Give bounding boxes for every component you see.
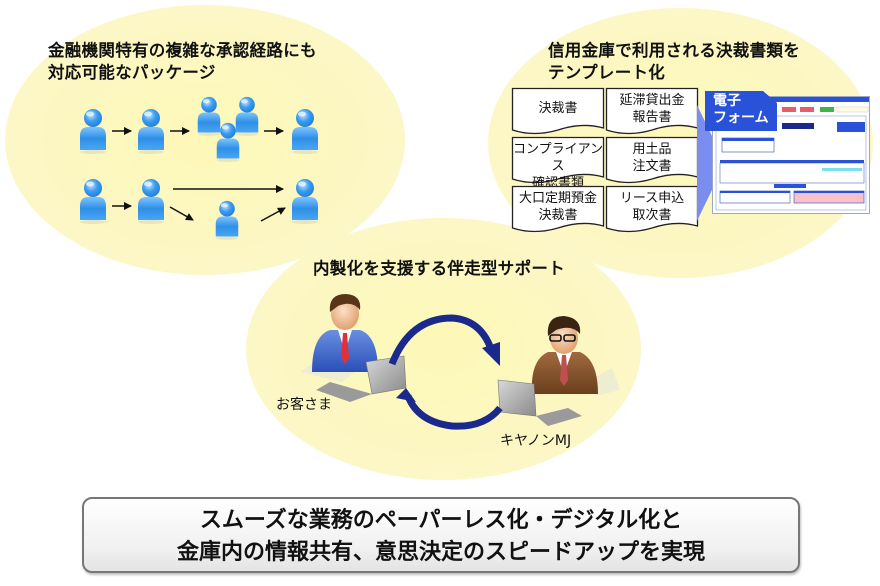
document-title-line2: 取次書 xyxy=(632,208,672,223)
document-icon xyxy=(511,87,605,135)
document-icon xyxy=(511,185,605,233)
cycle-arrow-top xyxy=(388,314,496,366)
support-title: 内製化を支援する伴走型サポート xyxy=(313,259,565,278)
approval-panel-background xyxy=(5,5,405,275)
eform-badge-line2: フォーム xyxy=(713,110,769,126)
templates-title-line2: テンプレート化 xyxy=(548,63,666,82)
templates-title-line1: 信用金庫で利用される決裁書類を xyxy=(548,41,800,60)
document-title-line1: 用土品 xyxy=(632,142,672,157)
provider-label: キヤノンMJ xyxy=(500,433,572,449)
arrowhead-icon xyxy=(396,388,416,402)
document-template-card: コンプライアンス確認書類 xyxy=(511,136,605,191)
document-title-line2: 報告書 xyxy=(632,110,672,125)
arrowhead-icon xyxy=(482,342,500,366)
eform-badge: 電子 フォーム xyxy=(705,91,777,131)
document-icon xyxy=(511,136,605,184)
document-template-card: 決裁書 xyxy=(511,87,605,135)
document-title-line1: リース申込 xyxy=(619,191,685,206)
document-icon xyxy=(605,185,699,233)
document-icon xyxy=(605,87,699,135)
customer-label: お客さま xyxy=(276,397,332,413)
document-title-line1: 延滞貸出金 xyxy=(619,93,685,108)
document-title-line1: コンプライアンス xyxy=(512,142,604,174)
summary-line2: 金庫内の情報共有、意思決定のスピードアップを実現 xyxy=(176,540,705,565)
provider-laptop-icon xyxy=(497,379,582,426)
document-template-card: 延滞貸出金報告書 xyxy=(605,87,699,135)
approval-title-line1: 金融機関特有の複雑な承認経路にも xyxy=(48,41,317,60)
document-title-line1: 決裁書 xyxy=(538,101,578,116)
chevron-right-icon xyxy=(697,105,725,221)
support-panel-background xyxy=(246,218,641,480)
summary-line1: スムーズな業務のペーパーレス化・デジタル化と xyxy=(199,508,683,533)
cycle-arrow-bottom xyxy=(404,394,503,430)
document-template-card: リース申込取次書 xyxy=(605,185,699,233)
flow-arrow xyxy=(260,207,286,222)
summary-box: スムーズな業務のペーパーレス化・デジタル化と 金庫内の情報共有、意思決定のスピー… xyxy=(82,497,800,573)
flow-arrow xyxy=(169,206,194,221)
eform-badge-line1: 電子 xyxy=(713,93,741,109)
document-title-line2: 注文書 xyxy=(632,159,672,174)
document-title-line2: 決裁書 xyxy=(538,208,578,223)
document-icon xyxy=(605,136,699,184)
document-template-card: 大口定期預金決裁書 xyxy=(511,185,605,233)
provider-avatar xyxy=(531,316,620,396)
customer-avatar xyxy=(300,294,378,382)
document-template-card: 用土品注文書 xyxy=(605,136,699,184)
document-title-line1: 大口定期預金 xyxy=(518,191,597,206)
approval-title-line2: 対応可能なパッケージ xyxy=(48,63,216,82)
